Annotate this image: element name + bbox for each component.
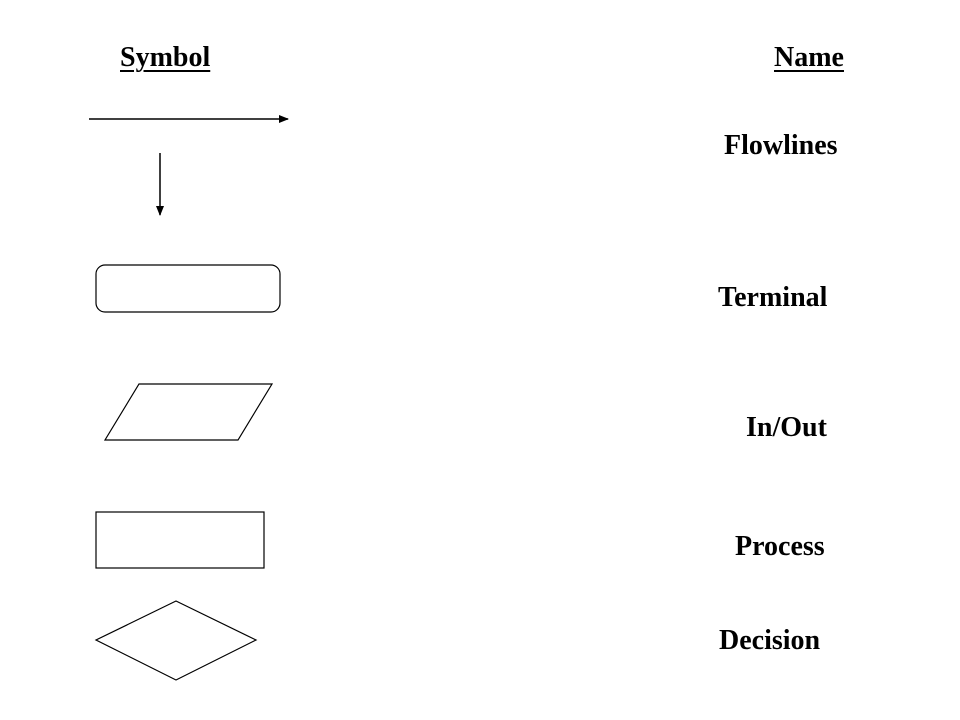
symbol-column-header: Symbol (120, 42, 211, 73)
decision-label: Decision (719, 625, 821, 656)
terminal-symbol (95, 264, 281, 313)
process-symbol (95, 511, 265, 569)
process-label: Process (735, 531, 825, 562)
inout-symbol (103, 383, 274, 441)
flowlines-symbol (89, 115, 289, 216)
decision-symbol (94, 600, 258, 681)
terminal-label: Terminal (718, 282, 828, 313)
inout-label: In/Out (746, 412, 827, 443)
name-column-header: Name (774, 42, 844, 73)
flowlines-label: Flowlines (724, 130, 838, 161)
